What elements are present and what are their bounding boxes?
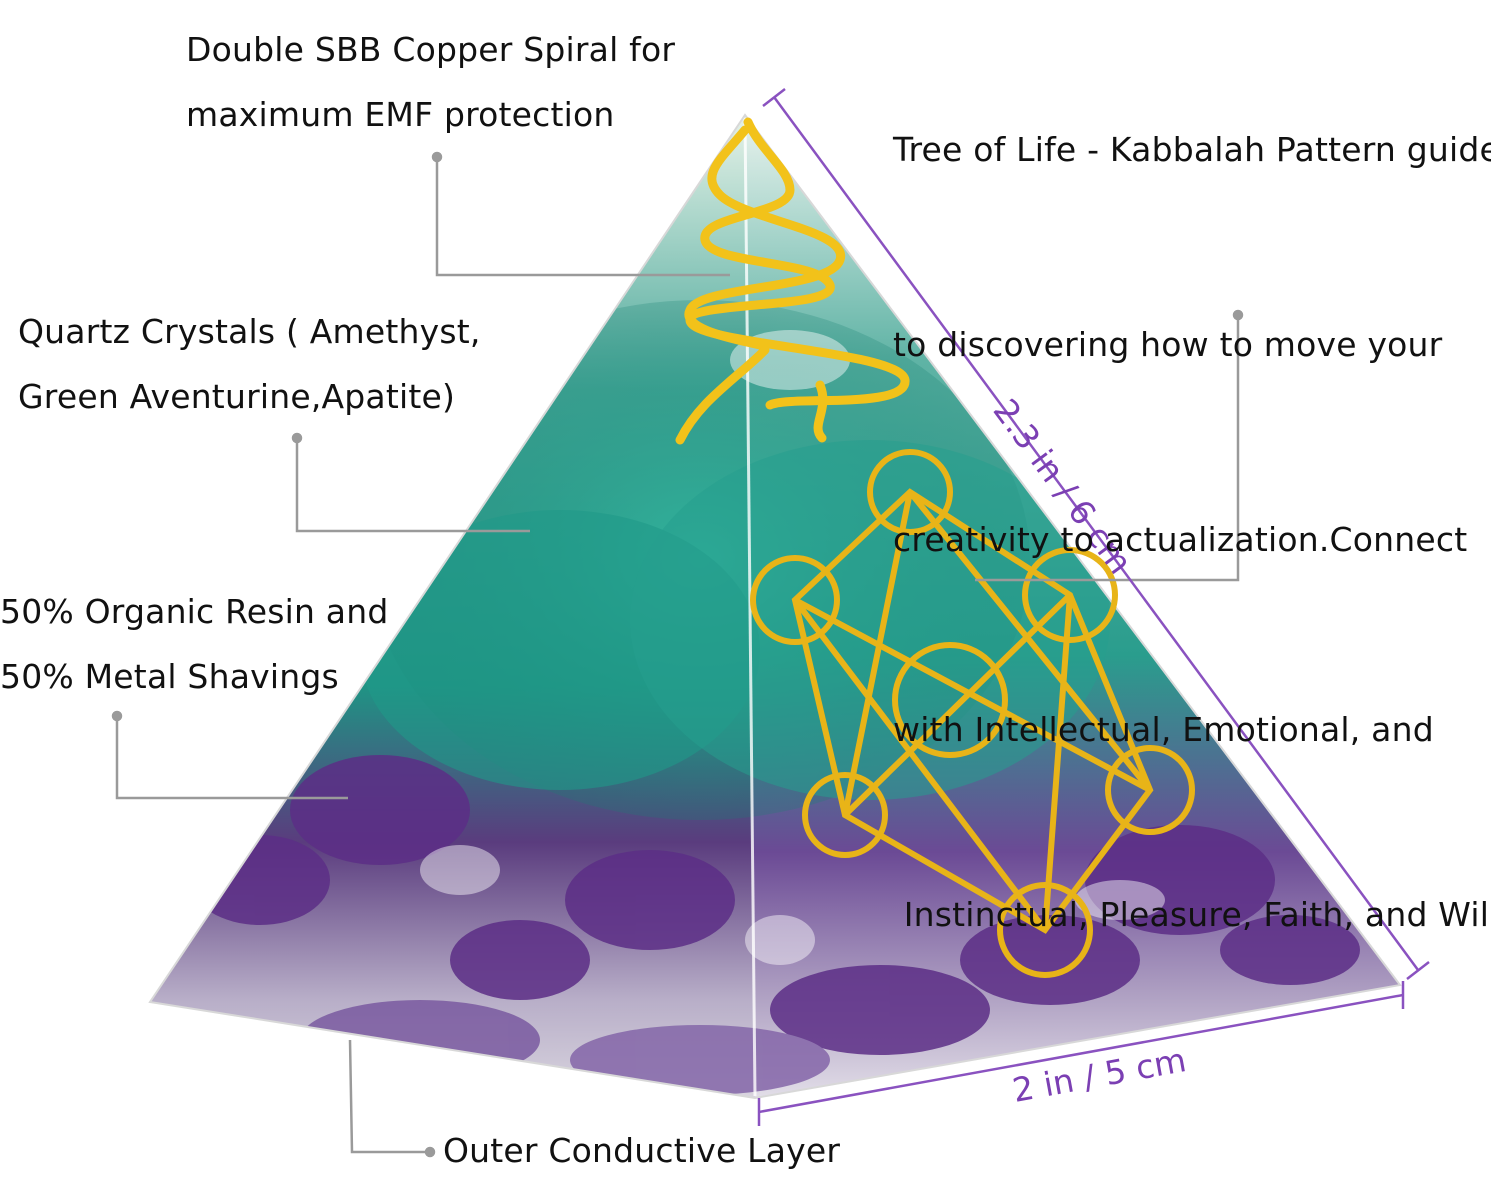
annotation-line: 50% Metal Shavings [0,657,339,696]
annotation-line: to discovering how to move your [893,325,1443,364]
annotation-line: Green Aventurine,Apatite) [18,377,456,416]
annotation-copper-spiral: Double SBB Copper Spiral for maximum EMF… [186,17,675,147]
annotation-tree-of-life: Tree of Life - Kabbalah Pattern guides t… [893,0,1491,1007]
leader-quartz [295,438,530,533]
annotation-line: Tree of Life - Kabbalah Pattern guides [893,130,1491,169]
slant-dimension-line [772,96,1420,971]
base-dimension-line [758,993,1404,1114]
leader-tree-of-life [975,315,1240,582]
annotation-line: Double SBB Copper Spiral for [186,30,676,69]
annotation-line: creativity to actualization.Connect [893,520,1468,559]
annotation-line: with Intellectual, Emotional, and [893,710,1434,749]
annotation-line: Outer Conductive Layer [443,1131,841,1170]
annotation-line: Instinctual, Pleasure, Faith, and Will [893,895,1491,934]
annotation-line: 50% Organic Resin and [0,592,389,631]
leader-outer-layer [348,1039,430,1154]
annotation-line: Quartz Crystals ( Amethyst, [18,312,481,351]
annotation-outer-conductive-layer: Outer Conductive Layer [443,1118,840,1183]
amethyst-chips [190,755,1360,1095]
leader-lines [111,151,1244,1158]
copper-spiral [675,117,910,445]
annotation-organic-resin: 50% Organic Resin and 50% Metal Shavings [0,579,389,709]
metatrons-cube-emblem [750,449,1195,978]
annotation-line: maximum EMF protection [186,95,615,134]
leader-spiral [435,157,730,277]
annotation-quartz-crystals: Quartz Crystals ( Amethyst, Green Aventu… [18,299,481,429]
leader-resin [115,716,348,800]
pyramid-front-edge [743,117,757,1097]
dimension-markers [757,88,1430,1126]
